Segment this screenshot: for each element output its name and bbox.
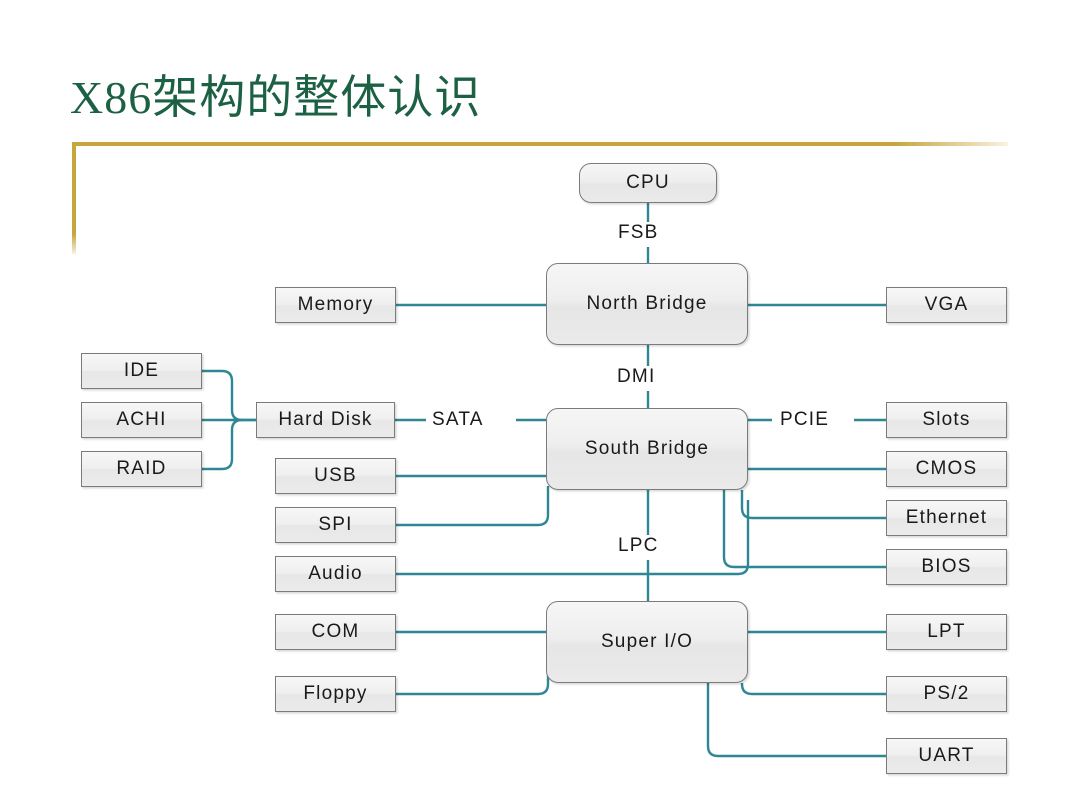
- node-spi-label: SPI: [318, 514, 353, 535]
- node-ide[interactable]: IDE: [81, 353, 202, 389]
- node-lpt-label: LPT: [927, 621, 966, 642]
- node-hard-disk-label: Hard Disk: [278, 409, 373, 430]
- node-uart-label: UART: [918, 745, 975, 766]
- node-floppy[interactable]: Floppy: [275, 676, 396, 712]
- node-cmos-label: CMOS: [915, 458, 978, 479]
- node-raid[interactable]: RAID: [81, 451, 202, 487]
- node-south-bridge-label: South Bridge: [584, 438, 710, 459]
- node-super-io[interactable]: Super I/O: [546, 601, 748, 683]
- node-com[interactable]: COM: [275, 614, 396, 650]
- node-cpu-label: CPU: [626, 172, 670, 193]
- node-com-label: COM: [311, 621, 360, 642]
- connector-superio-ps2: [740, 682, 886, 696]
- node-ide-label: IDE: [123, 360, 160, 381]
- node-hard-disk[interactable]: Hard Disk: [256, 402, 395, 438]
- bus-label-fsb: FSB: [618, 222, 659, 243]
- node-uart[interactable]: UART: [886, 738, 1007, 774]
- node-slots-label: Slots: [922, 409, 971, 430]
- node-memory-label: Memory: [297, 294, 374, 315]
- node-south-bridge[interactable]: South Bridge: [546, 408, 748, 490]
- node-memory[interactable]: Memory: [275, 287, 396, 323]
- node-achi-label: ACHI: [116, 409, 167, 430]
- node-audio[interactable]: Audio: [275, 556, 396, 592]
- node-usb[interactable]: USB: [275, 458, 396, 494]
- bus-label-lpc: LPC: [618, 535, 659, 556]
- node-audio-label: Audio: [308, 563, 363, 584]
- node-lpt[interactable]: LPT: [886, 614, 1007, 650]
- node-vga[interactable]: VGA: [886, 287, 1007, 323]
- node-usb-label: USB: [314, 465, 357, 486]
- node-ps2-label: PS/2: [923, 683, 970, 704]
- node-north-bridge[interactable]: North Bridge: [546, 263, 748, 345]
- bus-label-pcie: PCIE: [780, 409, 830, 430]
- title-rule-vertical: [72, 142, 76, 254]
- node-bios-label: BIOS: [921, 556, 972, 577]
- node-achi[interactable]: ACHI: [81, 402, 202, 438]
- node-spi[interactable]: SPI: [275, 507, 396, 543]
- connector-raid-bus: [202, 418, 243, 471]
- connector-superio-uart: [706, 683, 886, 758]
- node-ethernet-label: Ethernet: [905, 507, 988, 528]
- connector-audio-southbridge: [396, 500, 750, 576]
- bus-label-sata: SATA: [432, 409, 484, 430]
- page-title: X86架构的整体认识: [70, 72, 482, 123]
- connector-floppy-superio: [396, 670, 550, 696]
- node-cmos[interactable]: CMOS: [886, 451, 1007, 487]
- node-ethernet[interactable]: Ethernet: [886, 500, 1007, 536]
- node-cpu[interactable]: CPU: [579, 163, 717, 203]
- node-floppy-label: Floppy: [303, 683, 368, 704]
- node-north-bridge-label: North Bridge: [586, 293, 708, 314]
- title-rule-horizontal: [72, 142, 1008, 146]
- connector-spi-southbridge: [396, 486, 550, 527]
- node-slots[interactable]: Slots: [886, 402, 1007, 438]
- node-ps2[interactable]: PS/2: [886, 676, 1007, 712]
- node-super-io-label: Super I/O: [600, 631, 694, 652]
- connector-southbridge-bios: [722, 490, 886, 569]
- node-raid-label: RAID: [116, 458, 167, 479]
- connector-southbridge-ethernet: [740, 490, 886, 520]
- node-vga-label: VGA: [924, 294, 969, 315]
- node-bios[interactable]: BIOS: [886, 549, 1007, 585]
- connector-ide-bus: [202, 369, 256, 422]
- bus-label-dmi: DMI: [617, 366, 656, 387]
